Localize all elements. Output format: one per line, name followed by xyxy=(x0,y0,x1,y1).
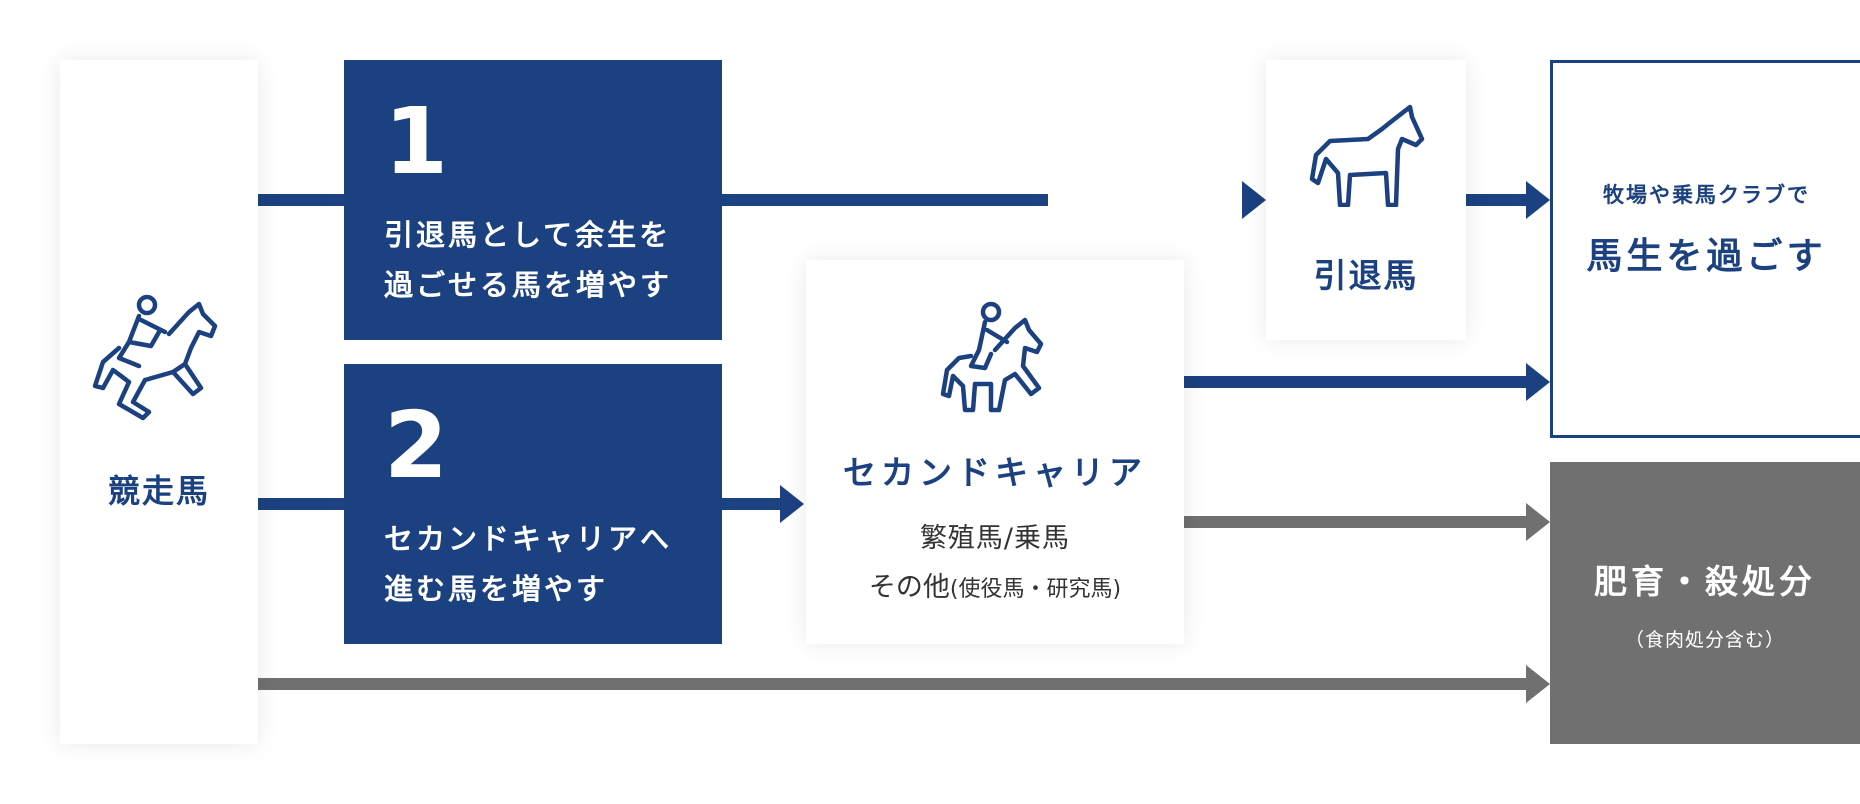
connector-racehorse-to-measure1 xyxy=(258,194,344,206)
jumping-horse-rider-icon xyxy=(92,294,218,421)
arrowhead-measure2-to-second-career xyxy=(780,485,804,523)
racehorse-box: 競走馬 xyxy=(60,60,258,744)
connector-racehorse-to-slaughter xyxy=(258,678,1528,690)
second-career-line2: その他(使役馬・研究馬) xyxy=(869,565,1121,604)
arrowhead-racehorse-to-slaughter xyxy=(1526,665,1550,703)
horse-rider-icon xyxy=(940,301,1044,413)
measure-2-text: セカンドキャリアへ 進む馬を増やす xyxy=(384,522,673,606)
measure-1-number: 1 xyxy=(384,88,449,195)
ranch-box: 牧場や乗馬クラブで 馬生を過ごす xyxy=(1550,60,1860,438)
connector-second-career-to-ranch xyxy=(1184,376,1528,388)
arrowhead-retired-to-ranch xyxy=(1526,181,1550,219)
measure-1-text: 引退馬として余生を 過ごせる馬を増やす xyxy=(384,218,673,302)
second-career-line1: 繁殖馬/乗馬 xyxy=(919,523,1071,554)
retired-horse-label: 引退馬 xyxy=(1313,256,1419,295)
second-career-title: セカンドキャリア xyxy=(843,453,1147,492)
arrowhead-measure1-to-retired xyxy=(1242,181,1266,219)
arrowhead-second-career-to-slaughter xyxy=(1526,503,1550,541)
retired-horse-box: 引退馬 xyxy=(1266,60,1466,340)
measure-1-box: 1 引退馬として余生を 過ごせる馬を増やす xyxy=(344,60,722,340)
connector-measure2-to-second-career xyxy=(722,498,782,510)
connector-measure1-to-retired xyxy=(722,194,1048,206)
connector-retired-to-ranch xyxy=(1466,194,1510,206)
arrowhead-second-career-to-ranch xyxy=(1526,363,1550,401)
slaughter-small-text: （食肉処分含む） xyxy=(1624,628,1785,651)
measure-2-box: 2 セカンドキャリアへ 進む馬を増やす xyxy=(344,364,722,644)
second-career-box: セカンドキャリア 繁殖馬/乗馬 その他(使役馬・研究馬) xyxy=(806,260,1184,644)
measure-2-number: 2 xyxy=(384,392,449,499)
slaughter-big-text: 肥育・殺処分 xyxy=(1594,561,1816,601)
ranch-big-text: 馬生を過ごす xyxy=(1586,236,1827,277)
slaughter-box: 肥育・殺処分 （食肉処分含む） xyxy=(1550,462,1860,744)
connector-second-career-to-slaughter xyxy=(1184,516,1528,528)
horse-icon xyxy=(1309,104,1425,207)
second-career-line2-sub: (使役馬・研究馬) xyxy=(949,577,1122,602)
racehorse-label: 競走馬 xyxy=(107,472,210,510)
second-career-line2-main: その他 xyxy=(868,572,950,603)
connector-racehorse-to-measure2 xyxy=(258,498,344,510)
ranch-small-text: 牧場や乗馬クラブで xyxy=(1603,183,1810,207)
